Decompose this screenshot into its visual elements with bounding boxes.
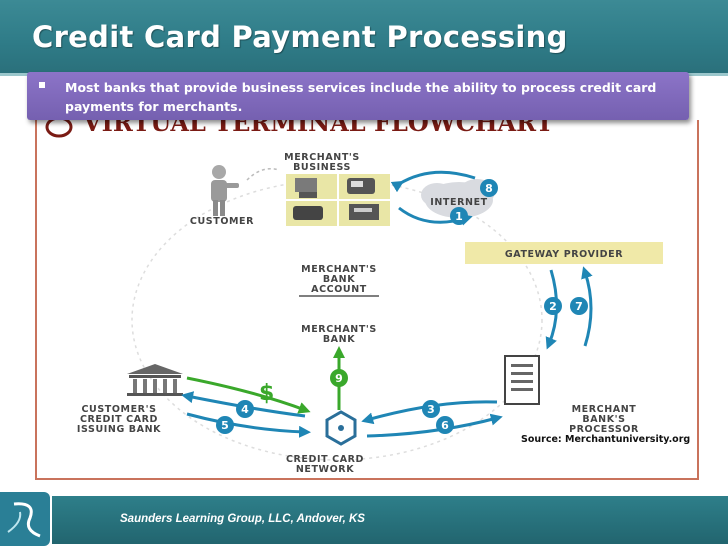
step-7-badge: 7 [570,297,588,315]
merchant-business-label-1: MERCHANT'S [284,152,360,163]
step-6-badge: 6 [436,416,454,434]
flowchart-heading: VIRTUAL TERMINAL FLOWCHART [45,120,554,138]
issuing-bank-label-3: ISSUING BANK [77,424,161,435]
internet-label: INTERNET [430,197,488,208]
bullet-text: Most banks that provide business service… [65,80,657,114]
customer-link [246,168,280,181]
svg-text:9: 9 [335,372,343,385]
funds-arrow [186,376,311,414]
title-bar: Credit Card Payment Processing [0,0,728,76]
gateway-label: GATEWAY PROVIDER [505,249,623,260]
processor-label-2: BANK'S [582,414,625,425]
network-label-1: CREDIT CARD [286,454,364,465]
svg-text:5: 5 [221,419,229,432]
dollar-sign: $ [259,381,274,406]
svg-text:4: 4 [241,403,249,416]
merchant-bank-label-1: MERCHANT'S [301,324,377,335]
merchant-business-label-2: BUSINESS [293,162,351,173]
step-3-badge: 3 [422,400,440,418]
step-9-badge: 9 [330,369,348,387]
flowchart-diagram: VIRTUAL TERMINAL FLOWCHART CUSTOMER MERC… [45,120,663,475]
customer-icon [211,165,239,216]
server-icon [504,355,540,405]
svg-text:8: 8 [485,182,493,195]
svg-text:3: 3 [427,403,435,416]
step-1-badge: 1 [450,207,468,225]
flowchart-heading-text: VIRTUAL TERMINAL FLOWCHART [82,120,554,137]
customer-label: CUSTOMER [190,216,254,227]
network-label-2: NETWORK [296,464,354,475]
source-caption: Source: Merchantuniversity.org [521,434,691,445]
merchant-account-label-1: MERCHANT'S [301,264,377,275]
processor-label-1: MERCHANT [572,404,637,415]
issuing-bank-label-1: CUSTOMER'S [81,404,156,415]
arrow-7 [581,266,593,347]
step-8-badge: 8 [480,179,498,197]
svg-text:2: 2 [549,300,557,313]
arrow-6 [366,413,503,438]
arrow-8 [390,170,476,193]
step-4-badge: 4 [236,400,254,418]
gateway-provider-box: GATEWAY PROVIDER [465,242,663,264]
svg-text:6: 6 [441,419,449,432]
merchant-account-label-2: BANK [323,274,355,285]
internet-cloud-icon [421,179,495,218]
pos-terminal-icon [286,174,390,226]
slg-logo-icon [0,492,50,546]
bullet-box: Most banks that provide business service… [27,72,689,120]
svg-text:7: 7 [575,300,583,313]
issuing-bank-label-2: CREDIT CARD [80,414,158,425]
flowchart-frame: VIRTUAL TERMINAL FLOWCHART CUSTOMER MERC… [35,120,699,480]
footer-text: Saunders Learning Group, LLC, Andover, K… [120,513,365,525]
step-2-badge: 2 [544,297,562,315]
footer-bar: Saunders Learning Group, LLC, Andover, K… [52,496,728,544]
slide-title: Credit Card Payment Processing [32,20,568,54]
merchant-bank-label-2: BANK [323,334,355,345]
bank-building-icon [127,364,183,396]
svg-text:1: 1 [455,210,463,223]
step-5-badge: 5 [216,416,234,434]
merchant-account-label-3: ACCOUNT [311,284,367,295]
network-icon [325,410,357,446]
processor-label-3: PROCESSOR [569,424,639,435]
footer: Saunders Learning Group, LLC, Andover, K… [0,494,728,546]
bullet-square-icon [39,82,45,88]
arrow-5 [186,412,311,438]
